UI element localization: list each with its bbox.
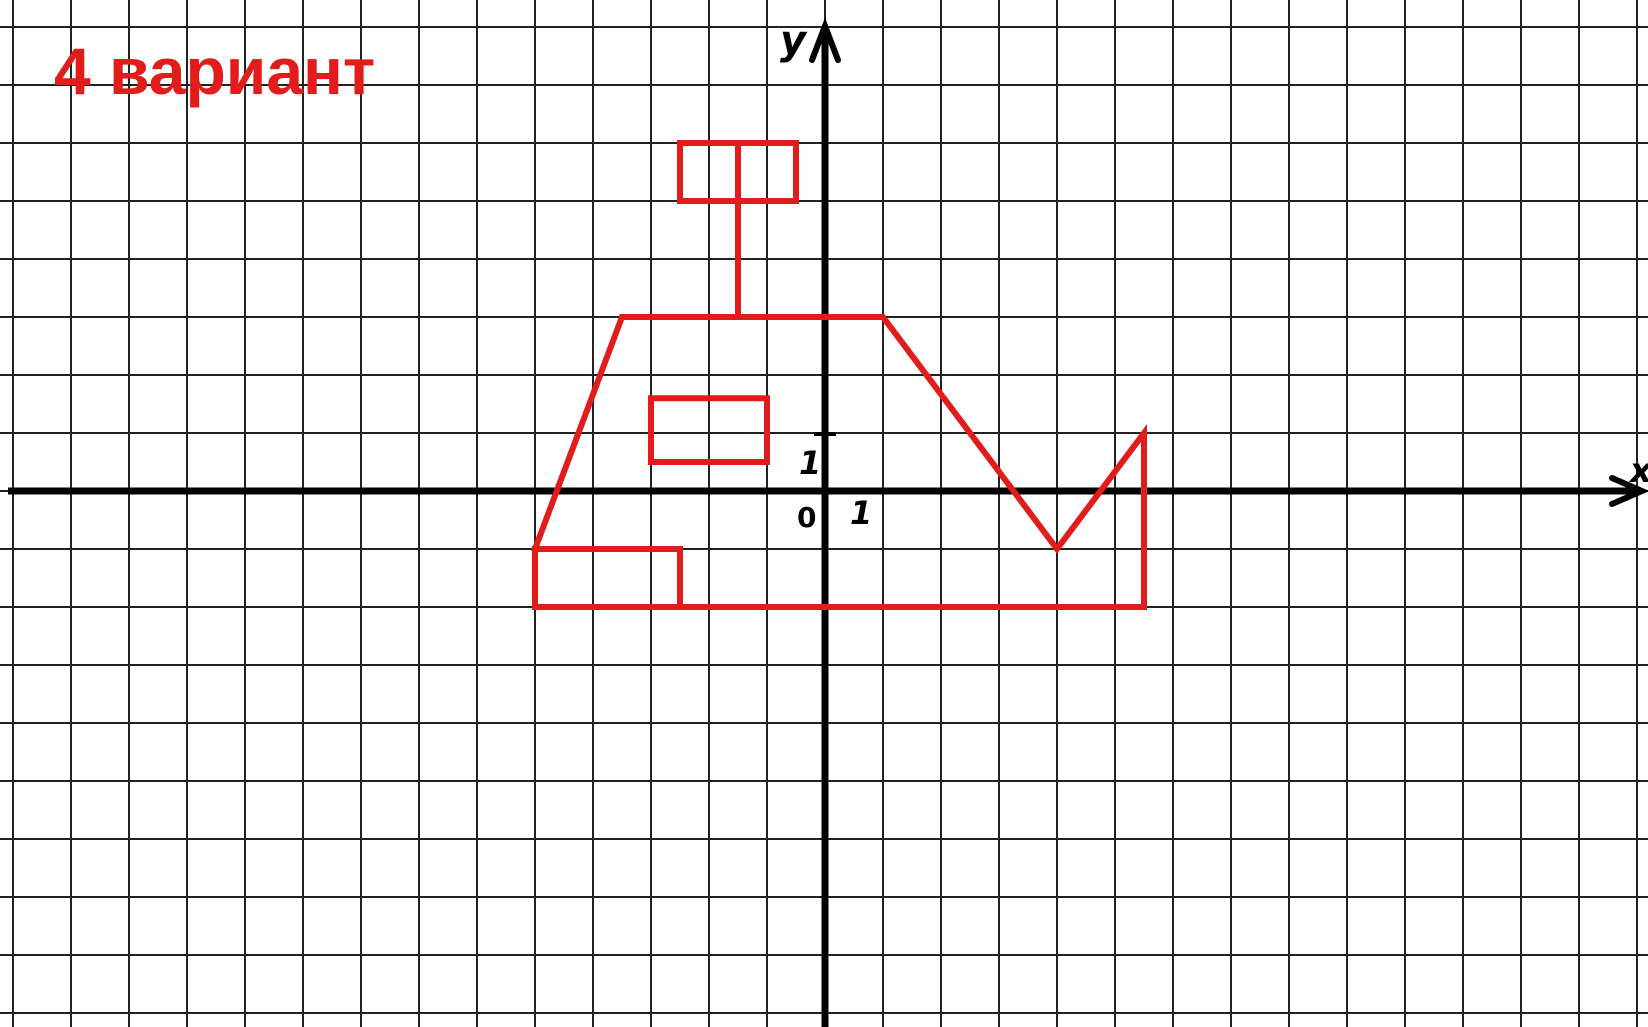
red-figure xyxy=(531,140,1147,610)
figure-flag xyxy=(677,140,799,204)
y-axis-label: y xyxy=(780,18,808,64)
x-axis-label: x xyxy=(1628,451,1648,491)
variant-title: 4 вариант xyxy=(54,34,376,108)
x-unit-label: 1 xyxy=(850,494,872,532)
figure-outline xyxy=(531,314,1147,610)
origin-label: 0 xyxy=(797,501,816,534)
x-axis-arrow-icon xyxy=(1609,475,1648,507)
y-axis-arrow-icon xyxy=(809,17,841,63)
figure-window xyxy=(648,395,770,465)
y-unit-label: 1 xyxy=(799,444,821,482)
coordinate-axes: x y 0 1 1 xyxy=(8,17,1648,1027)
